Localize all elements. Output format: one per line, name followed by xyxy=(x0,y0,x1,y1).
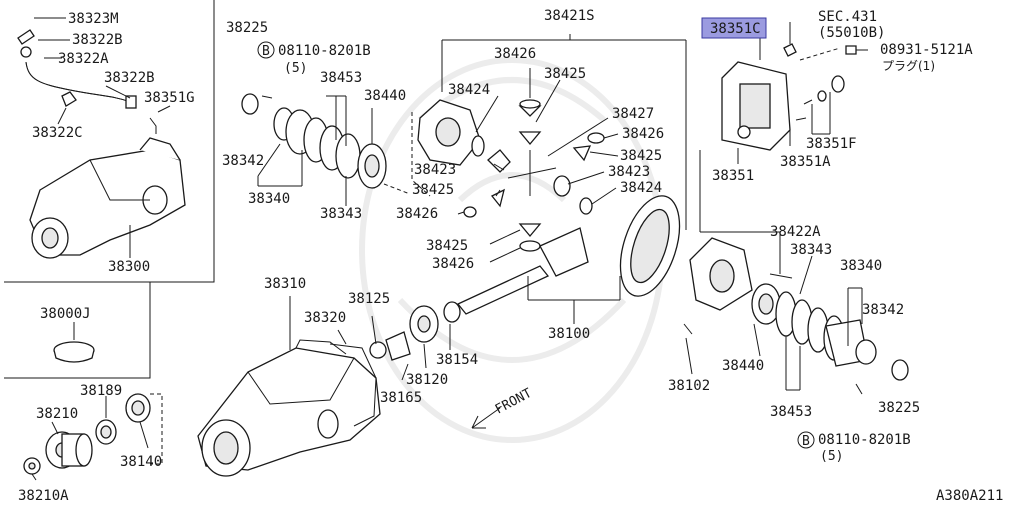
label-38424-a[interactable]: 38424 xyxy=(448,82,490,98)
front-label: FRONT xyxy=(493,386,535,418)
label-38453-b[interactable]: 38453 xyxy=(770,404,812,420)
label-38425-a[interactable]: 38425 xyxy=(544,66,586,82)
label-38340-b[interactable]: 38340 xyxy=(840,258,882,274)
label-38425-b[interactable]: 38425 xyxy=(620,148,662,164)
breather-hose-group xyxy=(17,17,171,134)
label-38422A[interactable]: 38422A xyxy=(770,224,821,240)
label-08110-8201B-a[interactable]: 08110-8201B xyxy=(278,43,371,59)
label-38351A[interactable]: 38351A xyxy=(780,154,831,170)
label-38323M[interactable]: 38323M xyxy=(68,11,119,27)
label-38343-a[interactable]: 38343 xyxy=(320,206,362,222)
label-qty-a: (5) xyxy=(284,61,307,76)
label-38210A[interactable]: 38210A xyxy=(18,488,69,504)
label-55010B: (55010B) xyxy=(818,25,885,41)
label-08931-5121A[interactable]: 08931-5121A xyxy=(880,42,973,58)
label-sec-431[interactable]: SEC.431 xyxy=(818,9,877,25)
label-38440-b[interactable]: 38440 xyxy=(722,358,764,374)
label-38210[interactable]: 38210 xyxy=(36,406,78,422)
rear-cover-group xyxy=(721,22,868,164)
label-38342-b[interactable]: 38342 xyxy=(862,302,904,318)
label-38100[interactable]: 38100 xyxy=(548,326,590,342)
label-38140[interactable]: 38140 xyxy=(120,454,162,470)
label-38154[interactable]: 38154 xyxy=(436,352,478,368)
label-38189[interactable]: 38189 xyxy=(80,383,122,399)
label-38426-c[interactable]: 38426 xyxy=(396,206,438,222)
label-qty-b: (5) xyxy=(820,449,843,464)
label-38300[interactable]: 38300 xyxy=(108,259,150,275)
label-38225-b[interactable]: 38225 xyxy=(878,400,920,416)
label-38225-a[interactable]: 38225 xyxy=(226,20,268,36)
label-38351F[interactable]: 38351F xyxy=(806,136,857,152)
label-38320[interactable]: 38320 xyxy=(304,310,346,326)
label-38322A[interactable]: 38322A xyxy=(58,51,109,67)
label-38102[interactable]: 38102 xyxy=(668,378,710,394)
right-side-bearing-stack xyxy=(683,150,909,395)
diagram-code: A380A211 xyxy=(936,488,1003,504)
label-38340-a[interactable]: 38340 xyxy=(248,191,290,207)
label-38423-b[interactable]: 38423 xyxy=(608,164,650,180)
label-38423-a[interactable]: 38423 xyxy=(414,162,456,178)
label-38424-b[interactable]: 38424 xyxy=(620,180,662,196)
label-38310[interactable]: 38310 xyxy=(264,276,306,292)
label-38425-d[interactable]: 38425 xyxy=(426,238,468,254)
label-38426-a[interactable]: 38426 xyxy=(494,46,536,62)
label-38453-a[interactable]: 38453 xyxy=(320,70,362,86)
left-side-bearing-stack xyxy=(241,93,411,206)
label-38322C[interactable]: 38322C xyxy=(32,125,83,141)
companion-flange-group xyxy=(23,393,163,481)
cap-part-38000J xyxy=(53,322,95,363)
diff-carrier-housing xyxy=(197,296,461,477)
label-38440-a[interactable]: 38440 xyxy=(364,88,406,104)
label-38351G[interactable]: 38351G xyxy=(144,90,195,106)
ring-gear-pinion-group xyxy=(456,195,681,324)
label-08110-8201B-b[interactable]: 08110-8201B xyxy=(818,432,911,448)
differential-case-group xyxy=(411,34,687,263)
label-38426-d[interactable]: 38426 xyxy=(432,256,474,272)
label-plug-qty: プラグ(1) xyxy=(882,59,935,73)
label-38342-a[interactable]: 38342 xyxy=(222,153,264,169)
bolt-marker-icon xyxy=(257,41,815,449)
label-38322B-b[interactable]: 38322B xyxy=(104,70,155,86)
bolt-marker-a: B xyxy=(262,44,270,59)
label-38125[interactable]: 38125 xyxy=(348,291,390,307)
label-38343-b[interactable]: 38343 xyxy=(790,242,832,258)
label-38421S[interactable]: 38421S xyxy=(544,8,595,24)
front-arrow xyxy=(471,407,501,429)
label-38427[interactable]: 38427 xyxy=(612,106,654,122)
label-38351[interactable]: 38351 xyxy=(712,168,754,184)
label-38000J[interactable]: 38000J xyxy=(40,306,91,322)
label-38322B[interactable]: 38322B xyxy=(72,32,123,48)
rear-diff-assembly-small xyxy=(29,137,186,259)
label-38426-b[interactable]: 38426 xyxy=(622,126,664,142)
label-38120[interactable]: 38120 xyxy=(406,372,448,388)
label-38351C[interactable]: 38351C xyxy=(710,21,761,37)
highlight-38351C xyxy=(701,17,767,39)
inset-frames xyxy=(4,0,215,379)
label-38165[interactable]: 38165 xyxy=(380,390,422,406)
label-38425-c[interactable]: 38425 xyxy=(412,182,454,198)
bolt-marker-b: B xyxy=(802,434,810,449)
